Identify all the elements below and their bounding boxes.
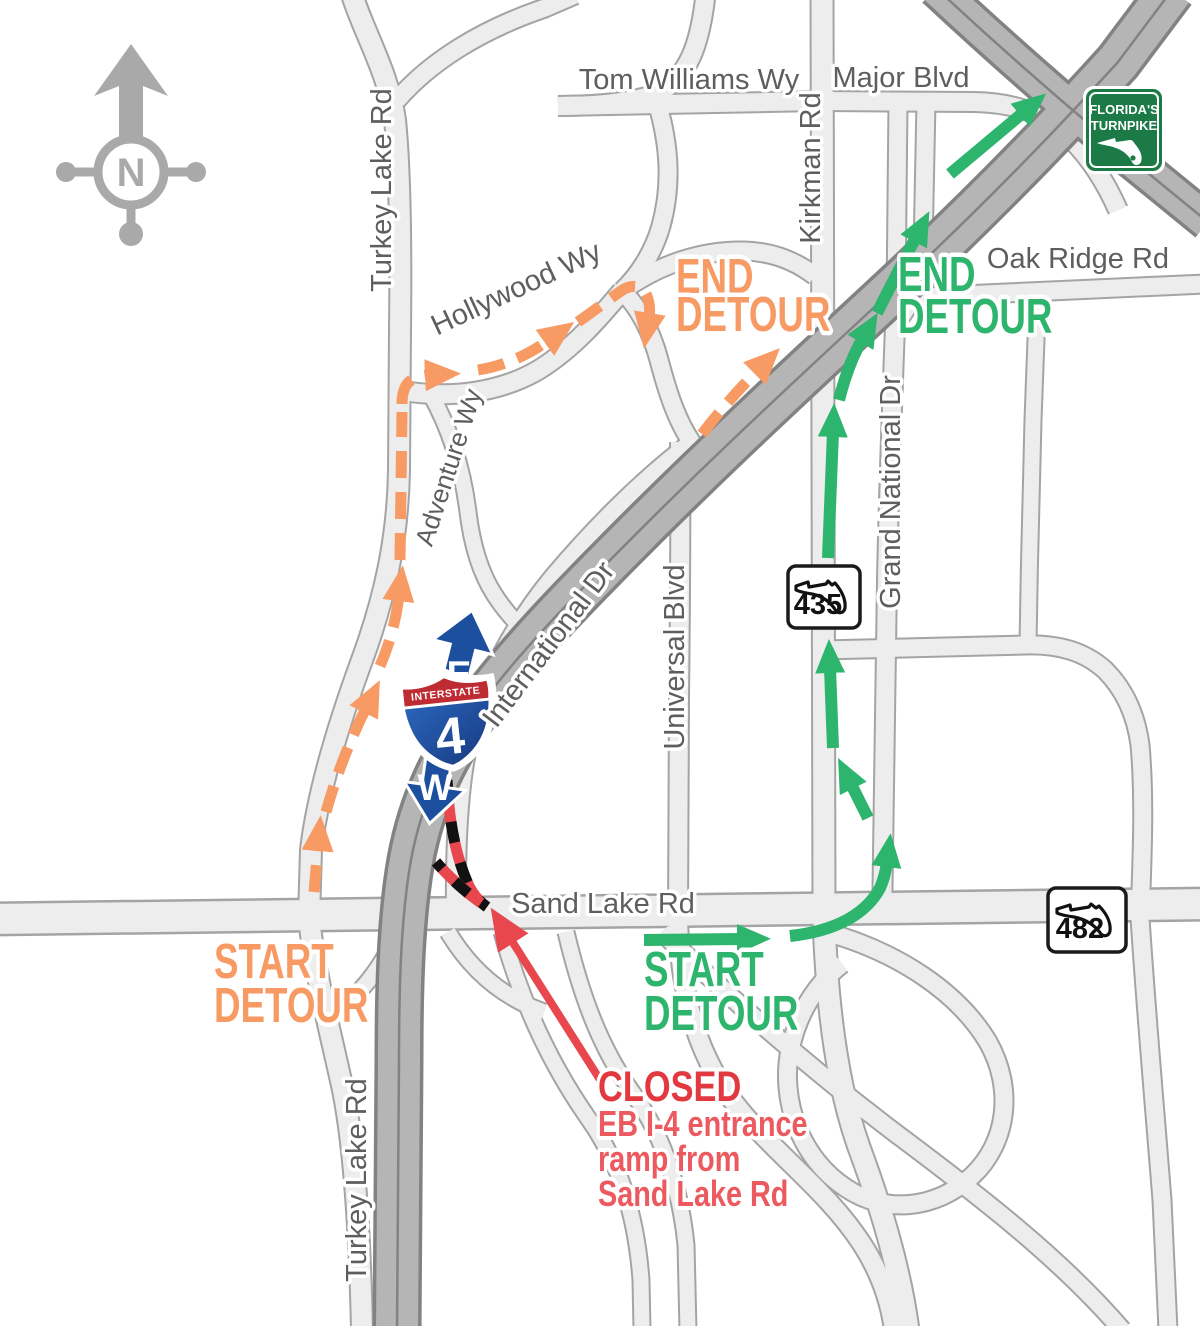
closed-line2: ramp from (598, 1138, 740, 1179)
label-grand-national-dr: Grand National Dr (875, 375, 907, 609)
i4-shield: INTERSTATE 4 (394, 667, 497, 772)
orange-detour-route (301, 280, 780, 893)
orange-end-line1: END (676, 250, 754, 304)
green-end-line1: END (898, 248, 976, 302)
label-sand-lake-rd: Sand Lake Rd (511, 888, 695, 920)
label-turkey-lake-rd-north: Turkey Lake Rd (366, 88, 398, 292)
i4-number: 4 (433, 707, 468, 768)
orange-end-line2: DETOUR (676, 288, 830, 342)
sr435-shield: 435 (786, 564, 862, 630)
green-start-line1: START (644, 943, 764, 997)
orange-end-detour-label: END DETOUR (672, 246, 834, 346)
green-start-detour-label: START DETOUR (640, 939, 802, 1045)
label-turkey-lake-rd-south: Turkey Lake Rd (341, 1078, 373, 1282)
label-oak-ridge-rd: Oak Ridge Rd (987, 243, 1169, 275)
label-kirkman-rd: Kirkman Rd (795, 92, 827, 244)
i4-west-label: W (418, 767, 453, 808)
green-start-line2: DETOUR (644, 987, 798, 1041)
sr482-number: 482 (1056, 913, 1104, 945)
closed-line3: Sand Lake Rd (598, 1173, 788, 1214)
closed-line1: EB I-4 entrance (598, 1103, 808, 1144)
label-tom-williams-wy: Tom Williams Wy (579, 64, 800, 96)
green-end-line2: DETOUR (898, 290, 1052, 344)
orange-start-line2: DETOUR (214, 979, 368, 1033)
sr435-number: 435 (794, 589, 842, 621)
label-universal-blvd: Universal Blvd (659, 564, 691, 749)
turnpike-label-1: FLORIDA'S (1089, 102, 1159, 117)
green-detour-route (643, 93, 1047, 955)
turnpike-label-2: TURNPIKE (1091, 118, 1158, 133)
compass-n-label: N (117, 151, 146, 195)
compass-north-indicator: N (56, 44, 206, 246)
closed-ramp-marking (431, 779, 491, 912)
turnpike-shield: FLORIDA'S TURNPIKE (1083, 86, 1165, 174)
closed-callout-arrow (490, 907, 608, 1089)
label-major-blvd: Major Blvd (833, 62, 970, 94)
closed-title: CLOSED (598, 1063, 741, 1110)
closed-callout: CLOSED EB I-4 entrance ramp from Sand La… (594, 1060, 811, 1217)
green-end-detour-label: END DETOUR (894, 244, 1056, 348)
sr482-shield: 482 (1046, 886, 1128, 954)
orange-start-line1: START (214, 935, 334, 989)
orange-start-detour-label: START DETOUR (210, 931, 372, 1037)
